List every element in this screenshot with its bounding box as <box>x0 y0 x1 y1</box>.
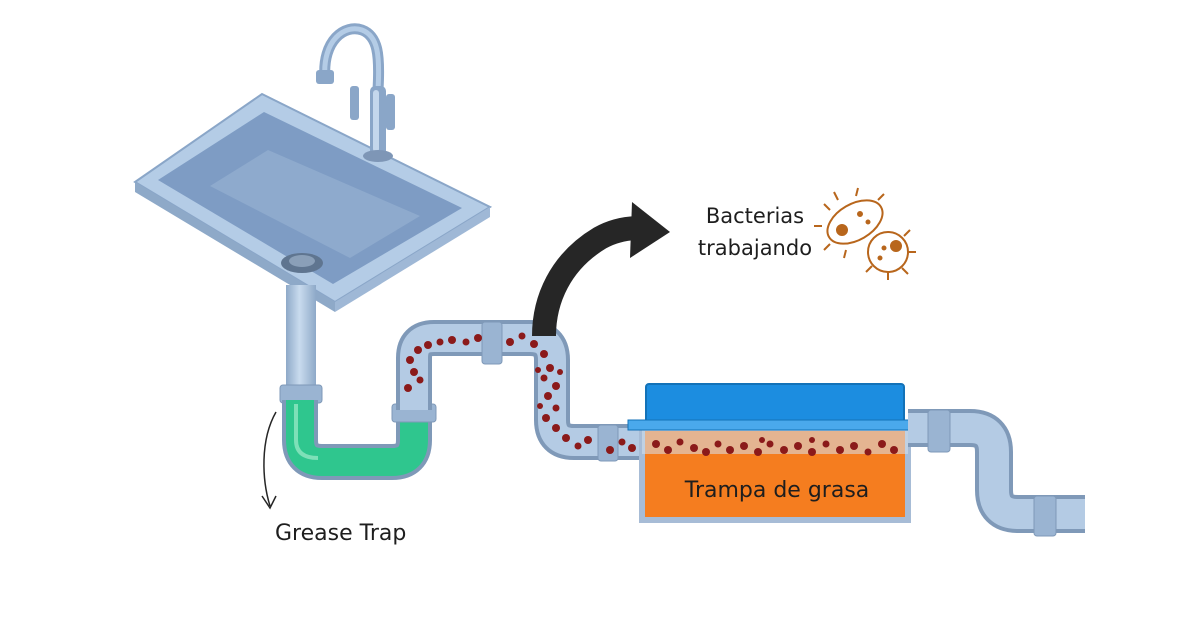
drain-icon <box>281 253 323 273</box>
sink-basin-floor <box>210 150 420 258</box>
grease-trap-label: Grease Trap <box>275 521 407 546</box>
trampa-label: Trampa de grasa <box>684 478 870 503</box>
sink-right-edge <box>335 207 490 312</box>
grease-layer <box>652 437 898 456</box>
outlet-pipe-loop <box>396 320 640 462</box>
drain-pipe-vertical <box>279 285 323 404</box>
grease-trap-pointer-arrow <box>261 411 277 510</box>
bacteria-icon <box>814 187 916 280</box>
curved-arrow-icon <box>532 202 670 337</box>
sink-front-edge <box>135 182 335 312</box>
grease-trap-tank <box>627 383 923 523</box>
outlet-pipe-right <box>908 409 1085 537</box>
faucet-icon <box>316 23 395 162</box>
bacteria-label: Bacterias trabajando <box>640 200 870 264</box>
bacteria-label-line2: trabajando <box>697 236 813 260</box>
bacteria-label-line1: Bacterias <box>705 204 805 228</box>
grease-particles <box>404 332 636 454</box>
tank-lid <box>645 383 905 425</box>
sink <box>133 23 493 312</box>
